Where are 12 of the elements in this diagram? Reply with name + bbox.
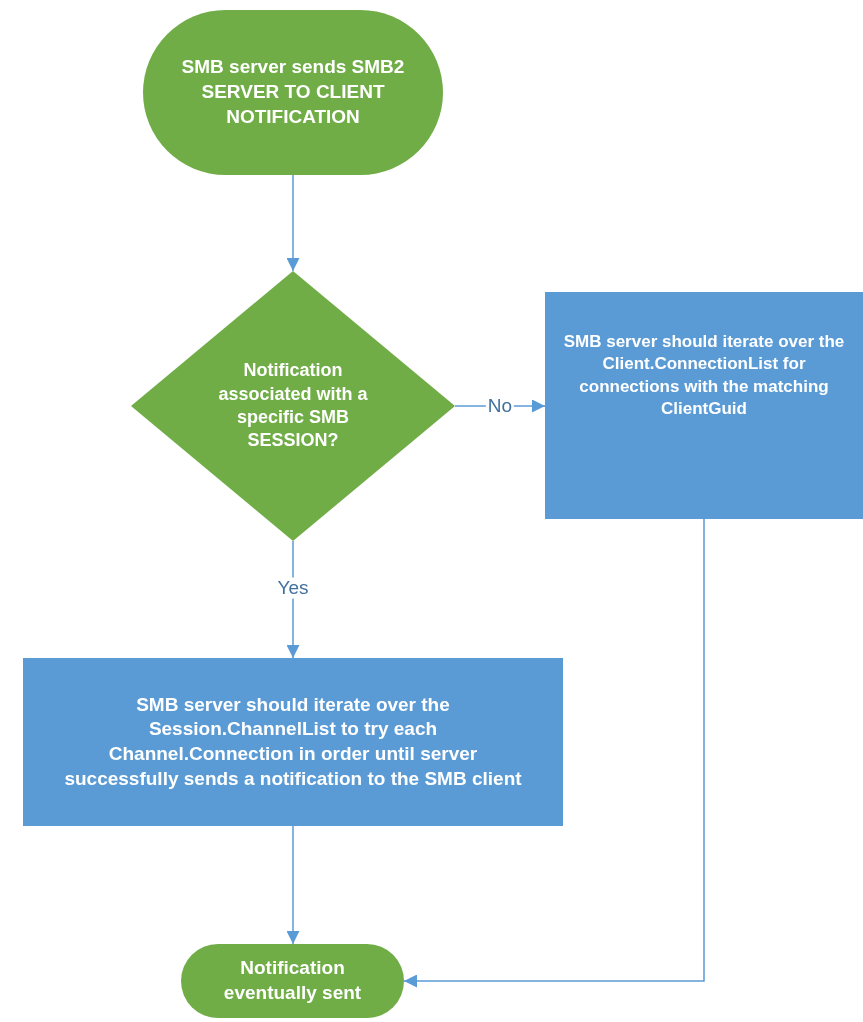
node-text: SMB server should iterate over the Session.ChannelList to try each Channel.Connection in order until server successfully sends a notification to the SMB client [63,692,523,791]
process-box [23,658,563,826]
connector-arrow [286,174,300,272]
node-text: Notification eventually sent [222,956,363,1005]
node-text: SMB server sends SMB2 SERVER TO CLIENT NOTIFICATION [180,55,406,129]
process-box [545,292,863,519]
connector-arrow [403,518,705,988]
node-text: SMB server should iterate over the Client.ConnectionList for connections with the matching ClientGuid [562,331,846,420]
node-text: Notification associated with a specific SMB SESSION? [217,359,369,453]
edge-label: Yes [275,577,311,599]
connector-arrow [286,825,300,945]
decision-diamond [131,271,455,541]
